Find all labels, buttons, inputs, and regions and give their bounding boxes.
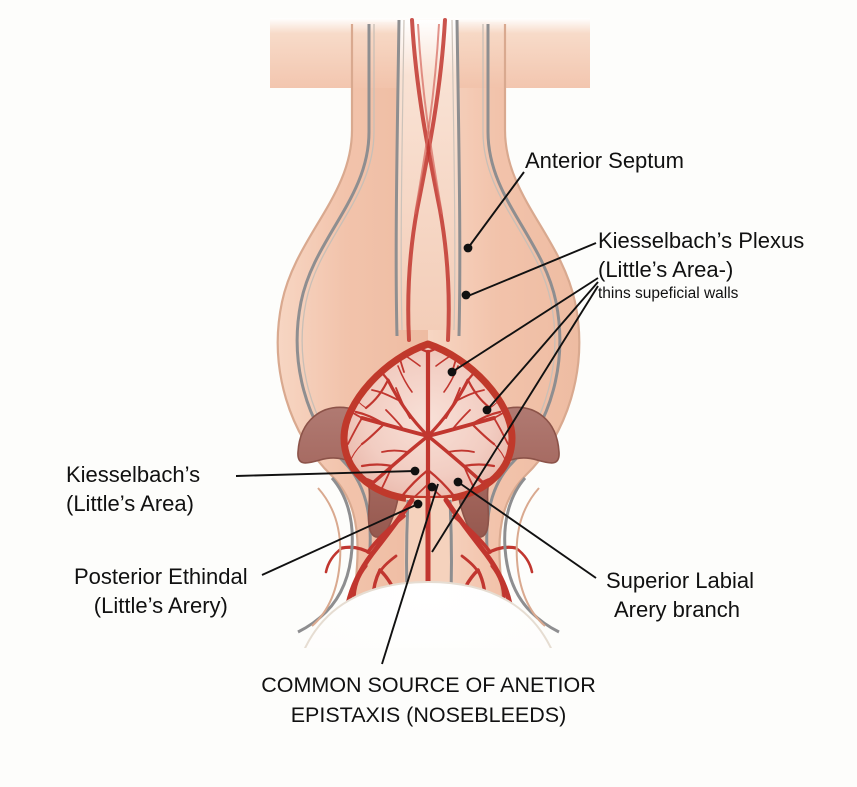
label-posterior-ethindal-line2: (Little’s Arery) bbox=[93, 593, 228, 618]
septal-artery-left-thin bbox=[414, 23, 440, 215]
caption-common-source: COMMON SOURCE OF ANETIOR EPISTAXIS (NOSE… bbox=[0, 670, 857, 730]
septal-artery-right bbox=[410, 18, 451, 342]
label-kiesselbachs-littles-area-line2: (Little’s Area) bbox=[66, 491, 194, 516]
left-alar-line bbox=[297, 477, 354, 634]
dot-caption bbox=[427, 482, 437, 492]
upper-lip bbox=[250, 580, 610, 708]
dot-superior-labial bbox=[453, 477, 463, 487]
leader-anterior-septum bbox=[467, 171, 525, 249]
label-superior-labial-artery: Superior Labial Arery branch bbox=[606, 566, 754, 624]
dot-plexus-c bbox=[482, 405, 492, 415]
left-mucosa-line bbox=[295, 24, 372, 549]
alar-sidewalls bbox=[297, 477, 560, 634]
septum-right-highlight bbox=[451, 19, 456, 331]
leader-endpoint-dots bbox=[410, 243, 492, 509]
dot-anterior-septum bbox=[463, 243, 473, 253]
nasal-septum bbox=[394, 18, 462, 342]
right-alar-line bbox=[503, 477, 560, 634]
left-outer-contour bbox=[276, 24, 359, 643]
septal-artery-left bbox=[406, 18, 447, 342]
septal-artery-right-thin bbox=[417, 23, 443, 215]
caption-line1: COMMON SOURCE OF ANETIOR bbox=[261, 673, 596, 697]
label-kiesselbachs-littles-area: Kiesselbach’s (Little’s Area) bbox=[66, 460, 200, 518]
label-kiesselbachs-plexus: Kiesselbach’s Plexus (Little’s Area-) th… bbox=[598, 226, 804, 304]
label-kiesselbachs-plexus-line2: (Little’s Area-) bbox=[598, 257, 734, 282]
septum-left-highlight bbox=[400, 19, 405, 331]
leader-plexus-c bbox=[486, 281, 599, 411]
label-posterior-ethindal-line1: Posterior Ethindal bbox=[74, 564, 248, 589]
leader-kiesselbach-left bbox=[235, 470, 416, 477]
lip-contour bbox=[299, 580, 557, 661]
label-kiesselbachs-plexus-note: thins supeficial walls bbox=[598, 285, 739, 302]
label-posterior-ethindal: Posterior Ethindal (Little’s Arery) bbox=[74, 562, 248, 620]
label-kiesselbachs-littles-area-line1: Kiesselbach’s bbox=[66, 462, 201, 487]
dot-posterior-ethindal bbox=[413, 499, 423, 509]
right-nostril-arcade bbox=[443, 497, 534, 626]
dot-plexus-a bbox=[461, 290, 471, 300]
right-mucosa-line bbox=[485, 24, 562, 549]
lip-base-mask bbox=[250, 648, 610, 708]
dot-plexus-b bbox=[447, 367, 457, 377]
leader-posterior-ethindal bbox=[261, 503, 419, 576]
septum-left-line bbox=[394, 19, 401, 337]
leader-lines bbox=[235, 171, 599, 665]
leader-superior-labial bbox=[457, 481, 597, 579]
right-alar-outer bbox=[515, 487, 546, 627]
label-anterior-septum-line1: Anterior Septum bbox=[525, 148, 684, 173]
dot-kiesselbach-left bbox=[410, 466, 420, 476]
caption-line2: EPISTAXIS (NOSEBLEEDS) bbox=[290, 703, 567, 727]
right-outer-contour bbox=[498, 24, 581, 643]
leader-plexus-a bbox=[467, 242, 597, 297]
leader-plexus-b bbox=[451, 277, 599, 373]
label-superior-labial-artery-line1: Superior Labial bbox=[606, 568, 754, 593]
label-anterior-septum: Anterior Septum bbox=[525, 146, 684, 175]
label-kiesselbachs-plexus-line1: Kiesselbach’s Plexus bbox=[598, 228, 805, 253]
leader-plexus-d bbox=[431, 285, 599, 553]
leader-caption bbox=[381, 483, 439, 665]
label-superior-labial-artery-line2: Arery branch bbox=[614, 597, 740, 622]
left-alar-outer bbox=[311, 487, 342, 627]
septum-right-line bbox=[455, 19, 462, 337]
